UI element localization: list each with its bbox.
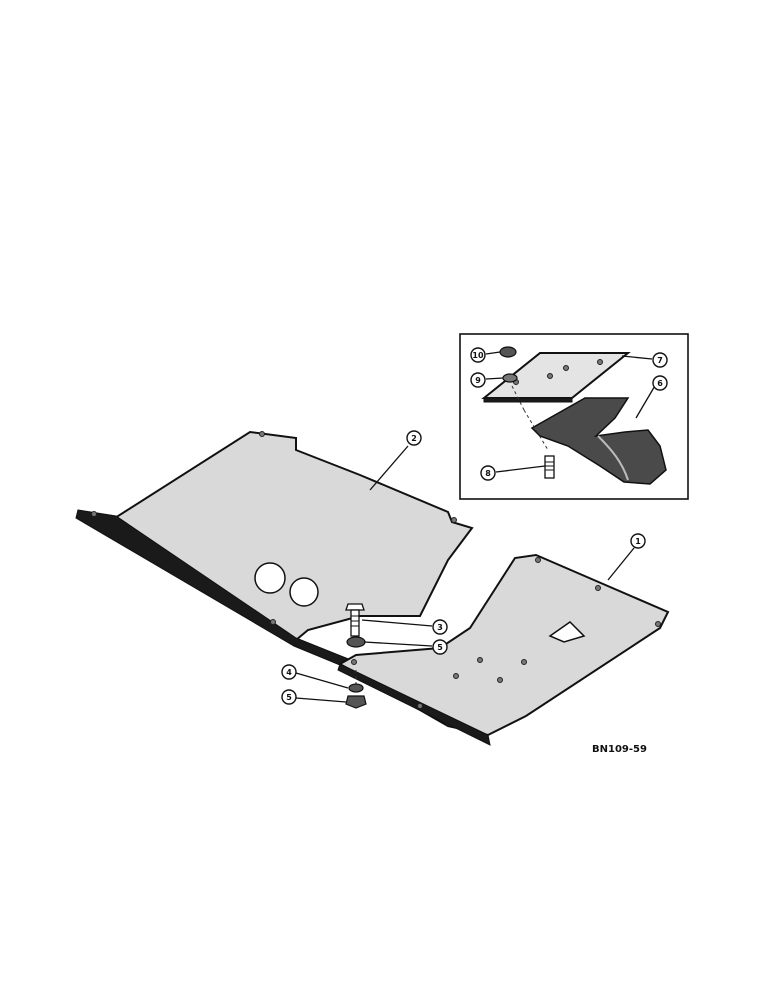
callout-10: 10 <box>470 347 486 363</box>
svg-text:2: 2 <box>411 434 417 443</box>
callout-6: 6 <box>652 375 668 391</box>
lock-washer-4 <box>348 683 364 693</box>
callout-1: 1 <box>630 533 646 549</box>
svg-text:8: 8 <box>485 469 491 478</box>
callout-2: 2 <box>406 430 422 446</box>
plate-2 <box>75 430 474 671</box>
callout-3: 3 <box>432 619 448 635</box>
svg-text:5: 5 <box>437 643 443 652</box>
callout-8: 8 <box>480 465 496 481</box>
inset-nut-10 <box>499 346 517 358</box>
inset-bracket-6 <box>530 397 667 485</box>
svg-text:5: 5 <box>286 693 292 702</box>
nut-5-lower <box>345 695 367 709</box>
svg-text:10: 10 <box>472 351 484 360</box>
detail-inset: 10 9 7 6 8 <box>459 333 689 500</box>
inset-bolt-8 <box>544 455 555 479</box>
callout-9-inset: 9 <box>470 372 486 388</box>
callout-5-lower: 5 <box>281 689 297 705</box>
plate-1 <box>337 553 670 746</box>
svg-text:1: 1 <box>635 537 641 546</box>
callout-7: 7 <box>652 352 668 368</box>
inset-washer-9 <box>502 373 518 383</box>
svg-text:9: 9 <box>475 376 481 385</box>
bolt-3 <box>345 603 365 637</box>
figure-code: BN109-59 <box>592 744 647 755</box>
svg-text:6: 6 <box>657 379 663 388</box>
washer-5-upper <box>346 636 366 648</box>
svg-text:4: 4 <box>286 668 292 677</box>
svg-text:7: 7 <box>657 356 663 365</box>
svg-text:3: 3 <box>437 623 443 632</box>
callout-4: 4 <box>281 664 297 680</box>
callout-5-upper: 5 <box>432 639 448 655</box>
